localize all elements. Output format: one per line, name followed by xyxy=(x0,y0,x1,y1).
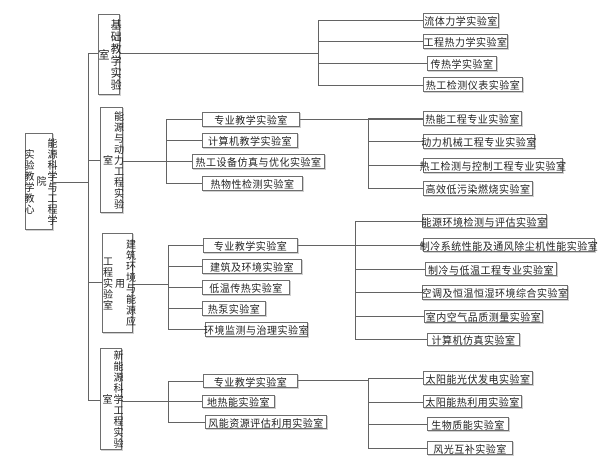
lab-node: 流体力学实验室 xyxy=(423,13,499,28)
lab-node: 专业教学实验室 xyxy=(203,374,298,389)
connector-line xyxy=(368,118,424,119)
root-node: 能源科学与工程学院实验教学教心 xyxy=(22,133,56,230)
connector-line xyxy=(355,292,423,293)
connector-line xyxy=(318,63,428,64)
connector-line xyxy=(368,424,428,425)
lab-node: 计算机教学实验室 xyxy=(202,133,298,148)
connector-line xyxy=(166,119,167,184)
vertical-label-column: 实验教学教心 xyxy=(22,148,33,215)
group-node-new-energy: 新能源科学工程实验室 xyxy=(100,348,122,450)
lab-node: 热工检测仪表实验室 xyxy=(423,77,523,92)
connector-line xyxy=(168,381,204,382)
lab-node: 太阳能光伏发电实验室 xyxy=(423,371,533,386)
vertical-label: 基础教学实验室 xyxy=(97,18,122,91)
connector-line xyxy=(355,316,425,317)
connector-line xyxy=(355,339,428,340)
lab-node: 热能工程专业实验室 xyxy=(423,111,522,126)
lab-node: 专业教学实验室 xyxy=(202,112,300,127)
connector-line xyxy=(168,245,204,246)
lab-node: 热工检测与控制工程专业实验室 xyxy=(420,158,566,173)
connector-line xyxy=(168,287,203,288)
connector-line xyxy=(368,118,369,189)
lab-node: 建筑及环境实验室 xyxy=(202,259,302,274)
connector-line xyxy=(168,329,206,330)
connector-line xyxy=(88,282,103,283)
connector-line xyxy=(166,183,203,184)
connector-line xyxy=(166,140,203,141)
group-node-building-env: 建筑环境与能源应用工程实验室 xyxy=(100,233,135,333)
lab-node: 制冷与低温工程专业实验室 xyxy=(425,262,557,277)
lab-node: 热物性检测实验室 xyxy=(202,176,303,191)
connector-line xyxy=(88,53,89,401)
connector-line xyxy=(168,308,203,309)
connector-line xyxy=(368,378,369,449)
connector-line xyxy=(88,400,101,401)
connector-line xyxy=(168,381,169,423)
vertical-label: 新能源科学工程实验室 xyxy=(100,349,122,449)
lab-node: 传热学实验室 xyxy=(427,56,497,71)
connector-line xyxy=(318,41,424,42)
connector-line xyxy=(88,160,101,161)
connector-line xyxy=(120,53,318,54)
connector-line xyxy=(368,188,424,189)
connector-line xyxy=(88,53,99,54)
lab-node: 专业教学实验室 xyxy=(203,238,298,253)
connector-line xyxy=(368,378,424,379)
group-node-basic: 基础教学实验室 xyxy=(97,14,122,95)
connector-line xyxy=(355,221,423,222)
lab-node: 热工设备仿真与优化实验室 xyxy=(192,154,325,169)
lab-node: 环境监测与治理实验室 xyxy=(204,322,309,337)
connector-line xyxy=(355,221,356,340)
connector-line xyxy=(166,119,203,120)
connector-line xyxy=(318,20,319,86)
connector-line xyxy=(53,182,89,183)
lab-node: 太阳能热利用实验室 xyxy=(423,395,522,409)
connector-line xyxy=(368,402,424,403)
connector-line xyxy=(318,20,424,21)
lab-node: 工程热力学实验室 xyxy=(423,34,508,49)
lab-node: 高效低污染燃烧实验室 xyxy=(423,181,533,196)
connector-line xyxy=(298,245,424,246)
lab-node: 计算机仿真实验室 xyxy=(427,333,520,347)
vertical-label-column: 建筑环境与能源应用 xyxy=(112,239,135,327)
lab-node: 能源环境检测与评估实验室 xyxy=(422,214,547,229)
lab-node: 空调及恒温恒湿环境综合实验室 xyxy=(422,285,568,300)
connector-line xyxy=(168,266,203,267)
lab-node: 风光互补实验室 xyxy=(427,441,513,456)
connector-line xyxy=(298,380,369,381)
connector-line xyxy=(168,422,206,423)
lab-node: 地热能实验室 xyxy=(202,395,275,409)
connector-line xyxy=(133,284,169,285)
connector-line xyxy=(368,448,428,449)
vertical-label: 能源与动力工程实验室 xyxy=(100,110,123,210)
connector-line xyxy=(318,85,424,86)
vertical-label-column: 工程实验室 xyxy=(100,255,112,311)
connector-line xyxy=(122,401,203,402)
connector-line xyxy=(300,119,424,120)
connector-line xyxy=(123,161,193,162)
lab-node: 制冷系统性能及通风除尘机性能实验室 xyxy=(420,238,598,253)
vertical-label-column: 能源科学与工程学院 xyxy=(34,137,56,226)
lab-node: 风能资源评估利用实验室 xyxy=(205,415,327,430)
group-node-energy-power: 能源与动力工程实验室 xyxy=(100,107,123,213)
lab-node: 动力机械工程专业实验室 xyxy=(421,134,536,149)
lab-node: 室内空气品质测量实验室 xyxy=(424,310,543,324)
connector-line xyxy=(355,269,426,270)
connector-line xyxy=(368,165,424,166)
lab-node: 生物质能实验室 xyxy=(427,417,509,432)
lab-node: 低温传热实验室 xyxy=(202,280,290,295)
lab-node: 热泵实验室 xyxy=(202,301,266,316)
connector-line xyxy=(368,141,424,142)
